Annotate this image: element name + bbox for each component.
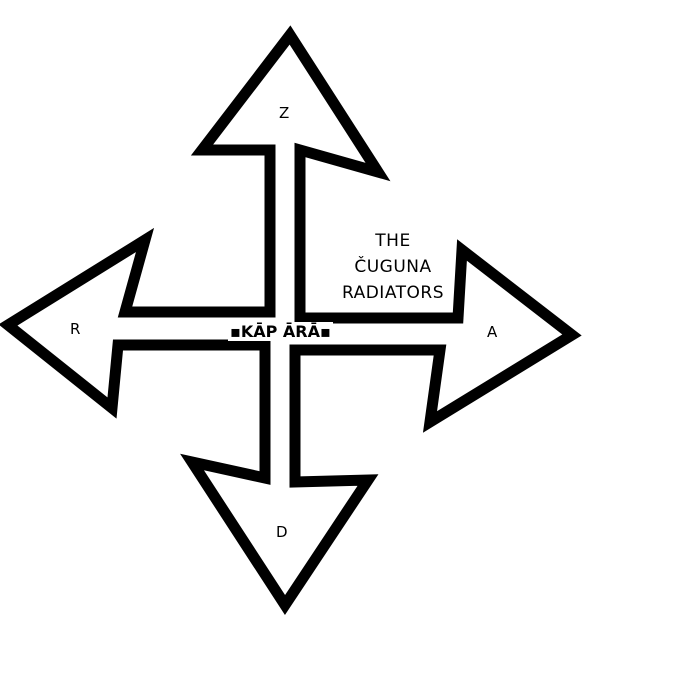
direction-label-left: R — [70, 320, 81, 338]
cross-arrows-outline — [0, 25, 582, 616]
band-name: THE ČUGUNA RADIATORS — [318, 228, 468, 306]
direction-label-down: D — [276, 523, 288, 541]
album-title: ▪KĀP ĀRĀ▪ — [228, 322, 333, 341]
band-name-line-3: RADIATORS — [341, 283, 445, 303]
direction-label-up: Z — [279, 104, 290, 122]
direction-label-right: A — [487, 323, 498, 341]
band-name-line-2: ČUGUNA — [354, 257, 432, 277]
band-name-line-1: THE — [375, 231, 411, 251]
